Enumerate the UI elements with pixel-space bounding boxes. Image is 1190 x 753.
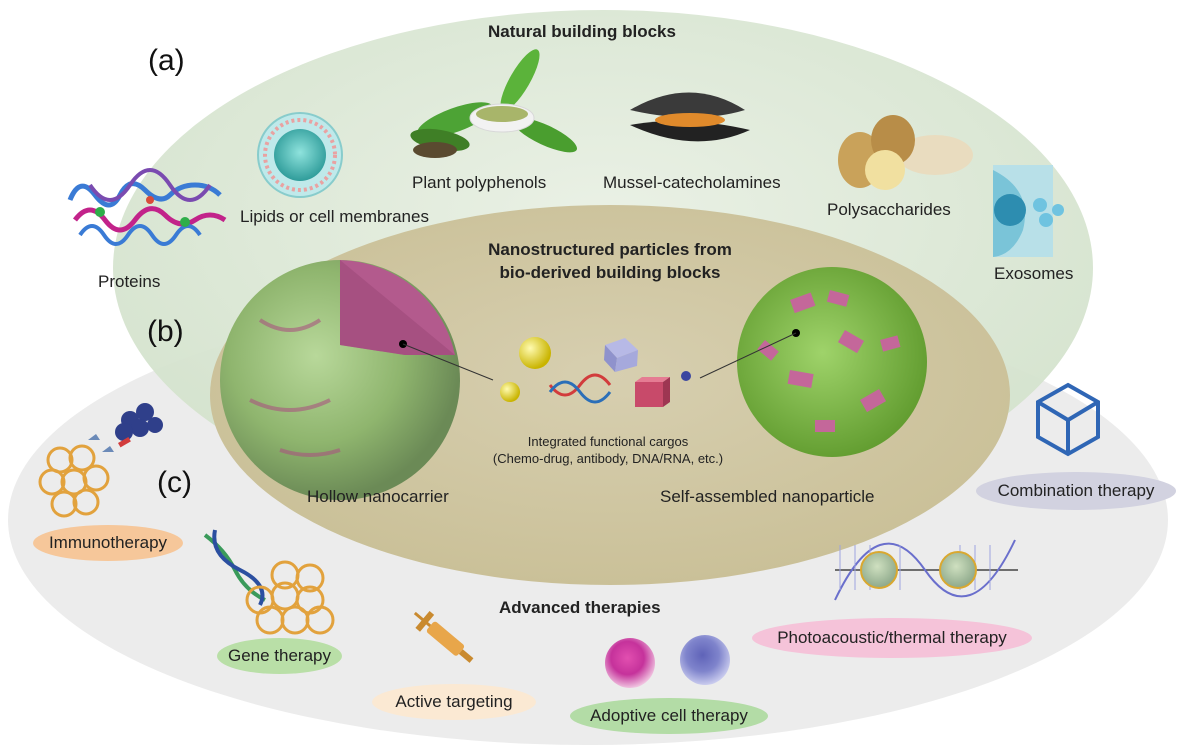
photoacoustic-thermal-therapy-badge: Photoacoustic/thermal therapy <box>752 618 1032 658</box>
exosome-icon <box>993 165 1064 257</box>
syringe-icon <box>413 611 474 663</box>
cargo-label-line1: Integrated functional cargos <box>527 434 689 449</box>
gene-therapy-badge: Gene therapy <box>217 638 342 674</box>
adoptive-cell-therapy-label: Adoptive cell therapy <box>590 706 748 725</box>
immunotherapy-badge: Immunotherapy <box>33 525 183 561</box>
mussel-icon <box>630 92 750 142</box>
hollow-nanocarrier-icon <box>220 260 494 500</box>
gene-therapy-icon <box>203 529 335 635</box>
self-assembled-nanoparticle-label: Self-assembled nanoparticle <box>660 487 875 506</box>
gene-therapy-label: Gene therapy <box>227 646 331 665</box>
self-assembled-nanoparticle-icon <box>699 267 927 457</box>
nanostructured-particles-title-line1: Nanostructured particles from <box>488 240 732 259</box>
cargo-label-line2: (Chemo-drug, antibody, DNA/RNA, etc.) <box>492 451 724 466</box>
immune-cell-icon <box>605 635 730 688</box>
combination-therapy-label: Combination therapy <box>997 481 1155 500</box>
panel-label-b: (b) <box>147 315 184 348</box>
active-targeting-label: Active targeting <box>395 692 513 711</box>
polysaccharides-label: Polysaccharides <box>827 200 951 219</box>
exosomes-label: Exosomes <box>994 264 1074 283</box>
photoacoustic-thermal-therapy-label: Photoacoustic/thermal therapy <box>777 628 1007 647</box>
light-wave-icon <box>834 539 1018 601</box>
immunotherapy-label: Immunotherapy <box>48 533 168 552</box>
proteins-label: Proteins <box>98 272 161 291</box>
potato-icon <box>838 115 973 190</box>
active-targeting-badge: Active targeting <box>372 684 536 720</box>
lipids-label: Lipids or cell membranes <box>240 207 429 226</box>
protein-structure-icon <box>67 168 227 246</box>
cube-outline-icon <box>1036 382 1100 457</box>
panel-label-a: (a) <box>148 44 185 77</box>
cargo-cube-icon <box>604 338 670 407</box>
liposome-icon <box>257 112 343 198</box>
mussel-label: Mussel-catecholamines <box>603 173 781 192</box>
dna-helix-icon <box>548 373 612 404</box>
natural-building-blocks-title: Natural building blocks <box>488 22 676 41</box>
tea-leaves-icon <box>410 49 578 158</box>
hollow-nanocarrier-label: Hollow nanocarrier <box>307 487 449 506</box>
polyphenols-label: Plant polyphenols <box>412 173 547 192</box>
adoptive-cell-therapy-badge: Adoptive cell therapy <box>570 698 768 734</box>
advanced-therapies-title: Advanced therapies <box>499 598 661 617</box>
panel-label-c: (c) <box>157 466 192 499</box>
cargo-sphere-icon <box>500 337 691 402</box>
tumor-cell-cluster-icon <box>38 403 163 518</box>
combination-therapy-badge: Combination therapy <box>976 472 1176 510</box>
nanostructured-particles-title-line2: bio-derived building blocks <box>499 263 721 282</box>
